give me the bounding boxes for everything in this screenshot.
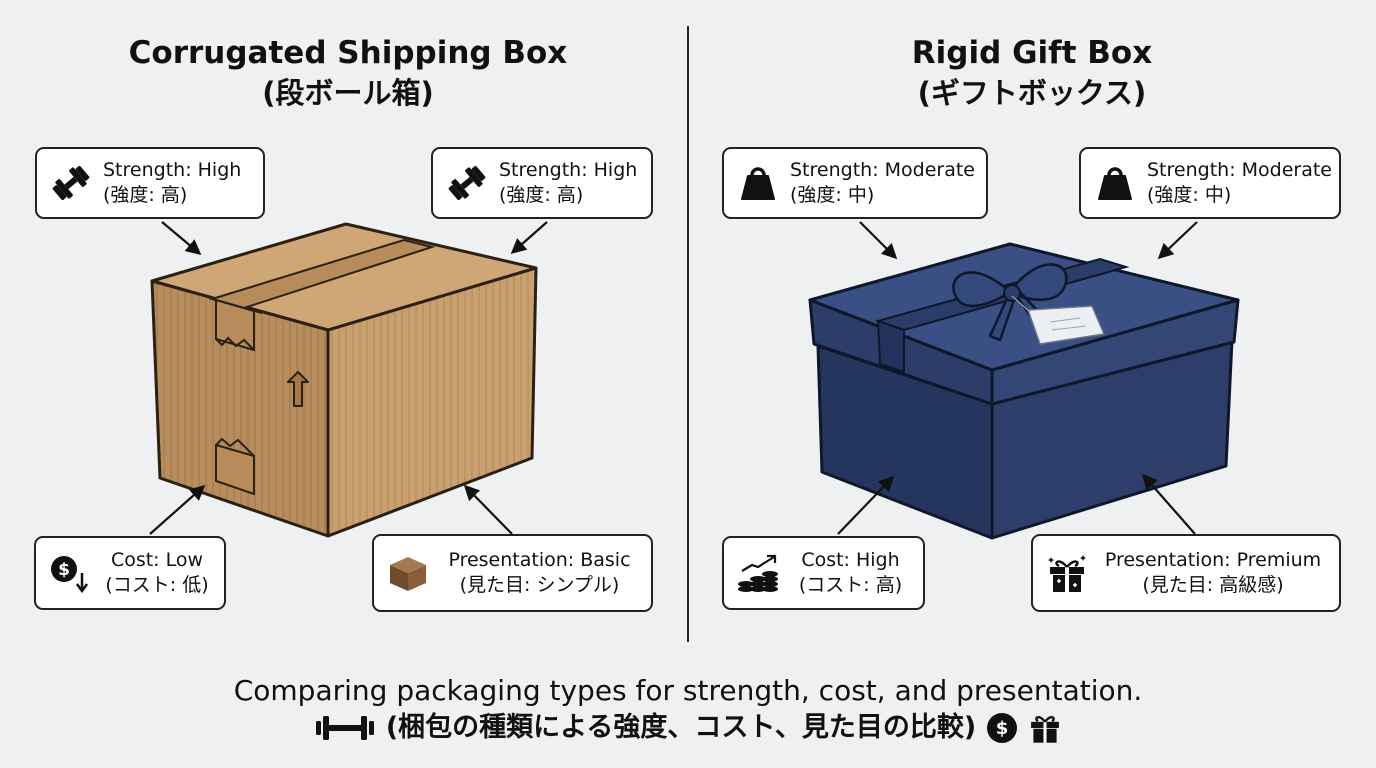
card-jp-text: (コスト: 低) — [105, 574, 209, 596]
cardboard-box — [150, 222, 538, 538]
card-jp-text: (見た目: 高級感) — [1142, 574, 1284, 596]
svg-text:$: $ — [996, 718, 1009, 739]
svg-text:$: $ — [58, 560, 70, 580]
right-title-text: Rigid Gift Box — [911, 35, 1153, 71]
card-en-text: Presentation: Basic — [448, 549, 631, 571]
footer-caption: Comparing packaging types for strength, … — [233, 674, 1143, 707]
footer-caption-jp: (梱包の種類による強度、コスト、見た目の比較) — [385, 712, 977, 743]
right-subtitle: (ギフトボックス) — [917, 76, 1147, 110]
this-side-up-arrow — [287, 371, 309, 407]
dollar-down-icon: $ — [48, 551, 92, 595]
card-jp-text: (強度: 中) — [790, 184, 875, 206]
gift-ribbon-side — [876, 319, 905, 374]
card-jp-text: (コスト: 高) — [798, 574, 903, 596]
gift-tag — [1026, 305, 1106, 345]
left-title: Corrugated Shipping Box (段ボール箱) — [68, 33, 628, 113]
card-jp-text: (強度: 中) — [1147, 184, 1232, 206]
card-jp-text: (見た目: シンプル) — [459, 574, 620, 596]
right-card-strength-top-right: Strength: Moderate (強度: 中) — [1079, 147, 1341, 219]
arrow-left-bottom-left — [149, 484, 206, 535]
card-en-text: Strength: Moderate — [790, 159, 975, 181]
right-card-presentation: Presentation: Premium (見た目: 高級感) — [1031, 534, 1341, 612]
right-card-strength-top-left: Strength: Moderate (強度: 中) — [722, 147, 988, 219]
left-subtitle: (段ボール箱) — [262, 76, 434, 110]
card-jp-text: (強度: 高) — [499, 184, 584, 206]
left-card-strength-top-right: Strength: High (強度: 高) — [431, 147, 653, 219]
arrow-left-bottom-right — [463, 484, 513, 535]
card-en-text: Presentation: Premium — [1104, 549, 1322, 571]
dumbbell-icon — [49, 161, 93, 205]
gift-icon — [1028, 711, 1062, 745]
card-jp-text: (強度: 高) — [103, 184, 188, 206]
arrow-right-bottom-right — [1141, 473, 1196, 535]
weight-icon — [736, 161, 780, 205]
left-title-text: Corrugated Shipping Box — [128, 35, 568, 71]
gift-box — [808, 242, 1240, 540]
left-card-presentation: Presentation: Basic (見た目: シンプル) — [372, 534, 653, 612]
card-en-text: Cost: High — [801, 549, 900, 571]
card-en-text: Strength: Moderate — [1147, 159, 1332, 181]
center-divider — [687, 26, 689, 642]
card-en-text: Strength: High — [499, 159, 638, 181]
gift-icon — [1045, 551, 1089, 595]
cardboard-box-right — [326, 266, 538, 538]
dumbbell-icon — [445, 161, 489, 205]
callout-arrows — [149, 221, 1198, 535]
weight-icon — [1093, 161, 1137, 205]
arrow-right-bottom-left — [837, 475, 895, 535]
arrow-right-top-left — [859, 221, 898, 260]
right-title: Rigid Gift Box (ギフトボックス) — [752, 33, 1312, 113]
arrow-left-top-left — [161, 221, 202, 255]
arrow-right-top-right — [1157, 221, 1198, 260]
dumbbell-icon — [314, 713, 376, 743]
gift-box-lid-right — [990, 298, 1240, 406]
card-en-text: Strength: High — [103, 159, 242, 181]
left-card-cost: $ Cost: Low (コスト: 低) — [34, 536, 226, 610]
cardboard-tape-front-lower — [215, 443, 255, 496]
footer-caption-jp-row: (梱包の種類による強度、コスト、見た目の比較) $ — [0, 708, 1376, 748]
left-card-strength-top-left: Strength: High (強度: 高) — [35, 147, 265, 219]
brown-cube-icon — [386, 551, 430, 595]
arrow-left-top-right — [510, 221, 548, 255]
dollar-icon: $ — [986, 712, 1018, 744]
right-card-cost: Cost: High (コスト: 高) — [722, 536, 925, 610]
coins-up-icon — [736, 551, 780, 595]
card-en-text: Cost: Low — [110, 549, 204, 571]
